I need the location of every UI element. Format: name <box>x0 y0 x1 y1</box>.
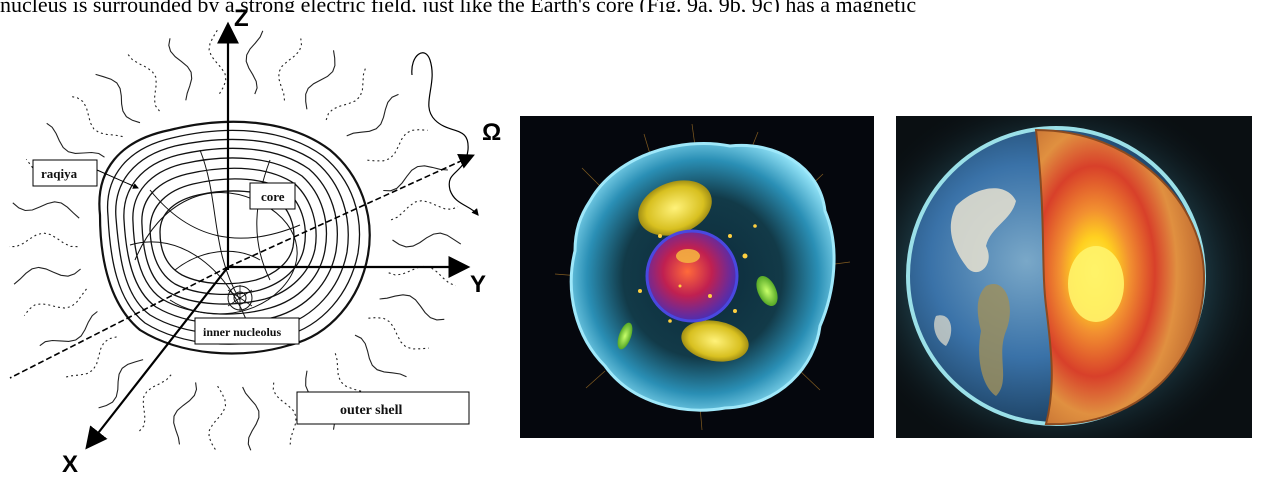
field-line <box>24 289 86 316</box>
y-axis-label: Y <box>470 271 486 298</box>
field-line <box>391 201 458 220</box>
field-lines <box>9 30 461 450</box>
inner-nucleolus-label-box: inner nucleolus <box>195 318 299 344</box>
cell-nucleus-image <box>520 116 874 438</box>
x-axis <box>88 267 228 446</box>
x-axis-label: X <box>62 451 78 477</box>
nucleus-field-diagram: Z Y X Ω raqiya core inner nucleolus oute… <box>0 0 520 477</box>
field-line <box>279 39 302 101</box>
field-line <box>209 386 226 450</box>
field-line <box>355 335 407 377</box>
field-line <box>380 295 445 320</box>
field-line <box>389 266 456 285</box>
field-line <box>393 233 461 247</box>
outer-shell-label-box: outer shell <box>297 392 469 424</box>
field-line <box>246 31 263 94</box>
omega-label: Ω <box>482 119 501 146</box>
field-line <box>367 130 427 161</box>
field-line <box>70 96 123 136</box>
field-line <box>40 312 98 346</box>
inner-nucleolus-label: inner nucleolus <box>203 325 281 339</box>
field-line <box>326 68 365 120</box>
earth-cutaway-image <box>896 116 1252 438</box>
rotation-squiggle <box>412 53 478 215</box>
field-line <box>64 337 117 378</box>
field-line <box>306 50 335 109</box>
field-line <box>128 55 159 112</box>
field-line <box>13 202 79 218</box>
field-line <box>47 123 105 157</box>
field-line <box>273 383 296 445</box>
field-line <box>96 74 140 122</box>
field-line <box>209 30 226 94</box>
field-line <box>383 166 448 191</box>
outer-shell-label: outer shell <box>340 403 402 418</box>
field-line <box>14 267 81 284</box>
field-line <box>9 233 77 247</box>
field-line <box>174 382 197 444</box>
field-line <box>347 94 399 135</box>
field-line <box>368 318 428 349</box>
z-axis-label: Z <box>234 5 249 32</box>
field-line <box>243 387 259 450</box>
core-label-box: core <box>250 183 295 209</box>
field-line <box>169 38 192 100</box>
raqiya-label: raqiya <box>41 166 78 181</box>
core-label: core <box>261 189 285 204</box>
field-line <box>139 375 171 431</box>
